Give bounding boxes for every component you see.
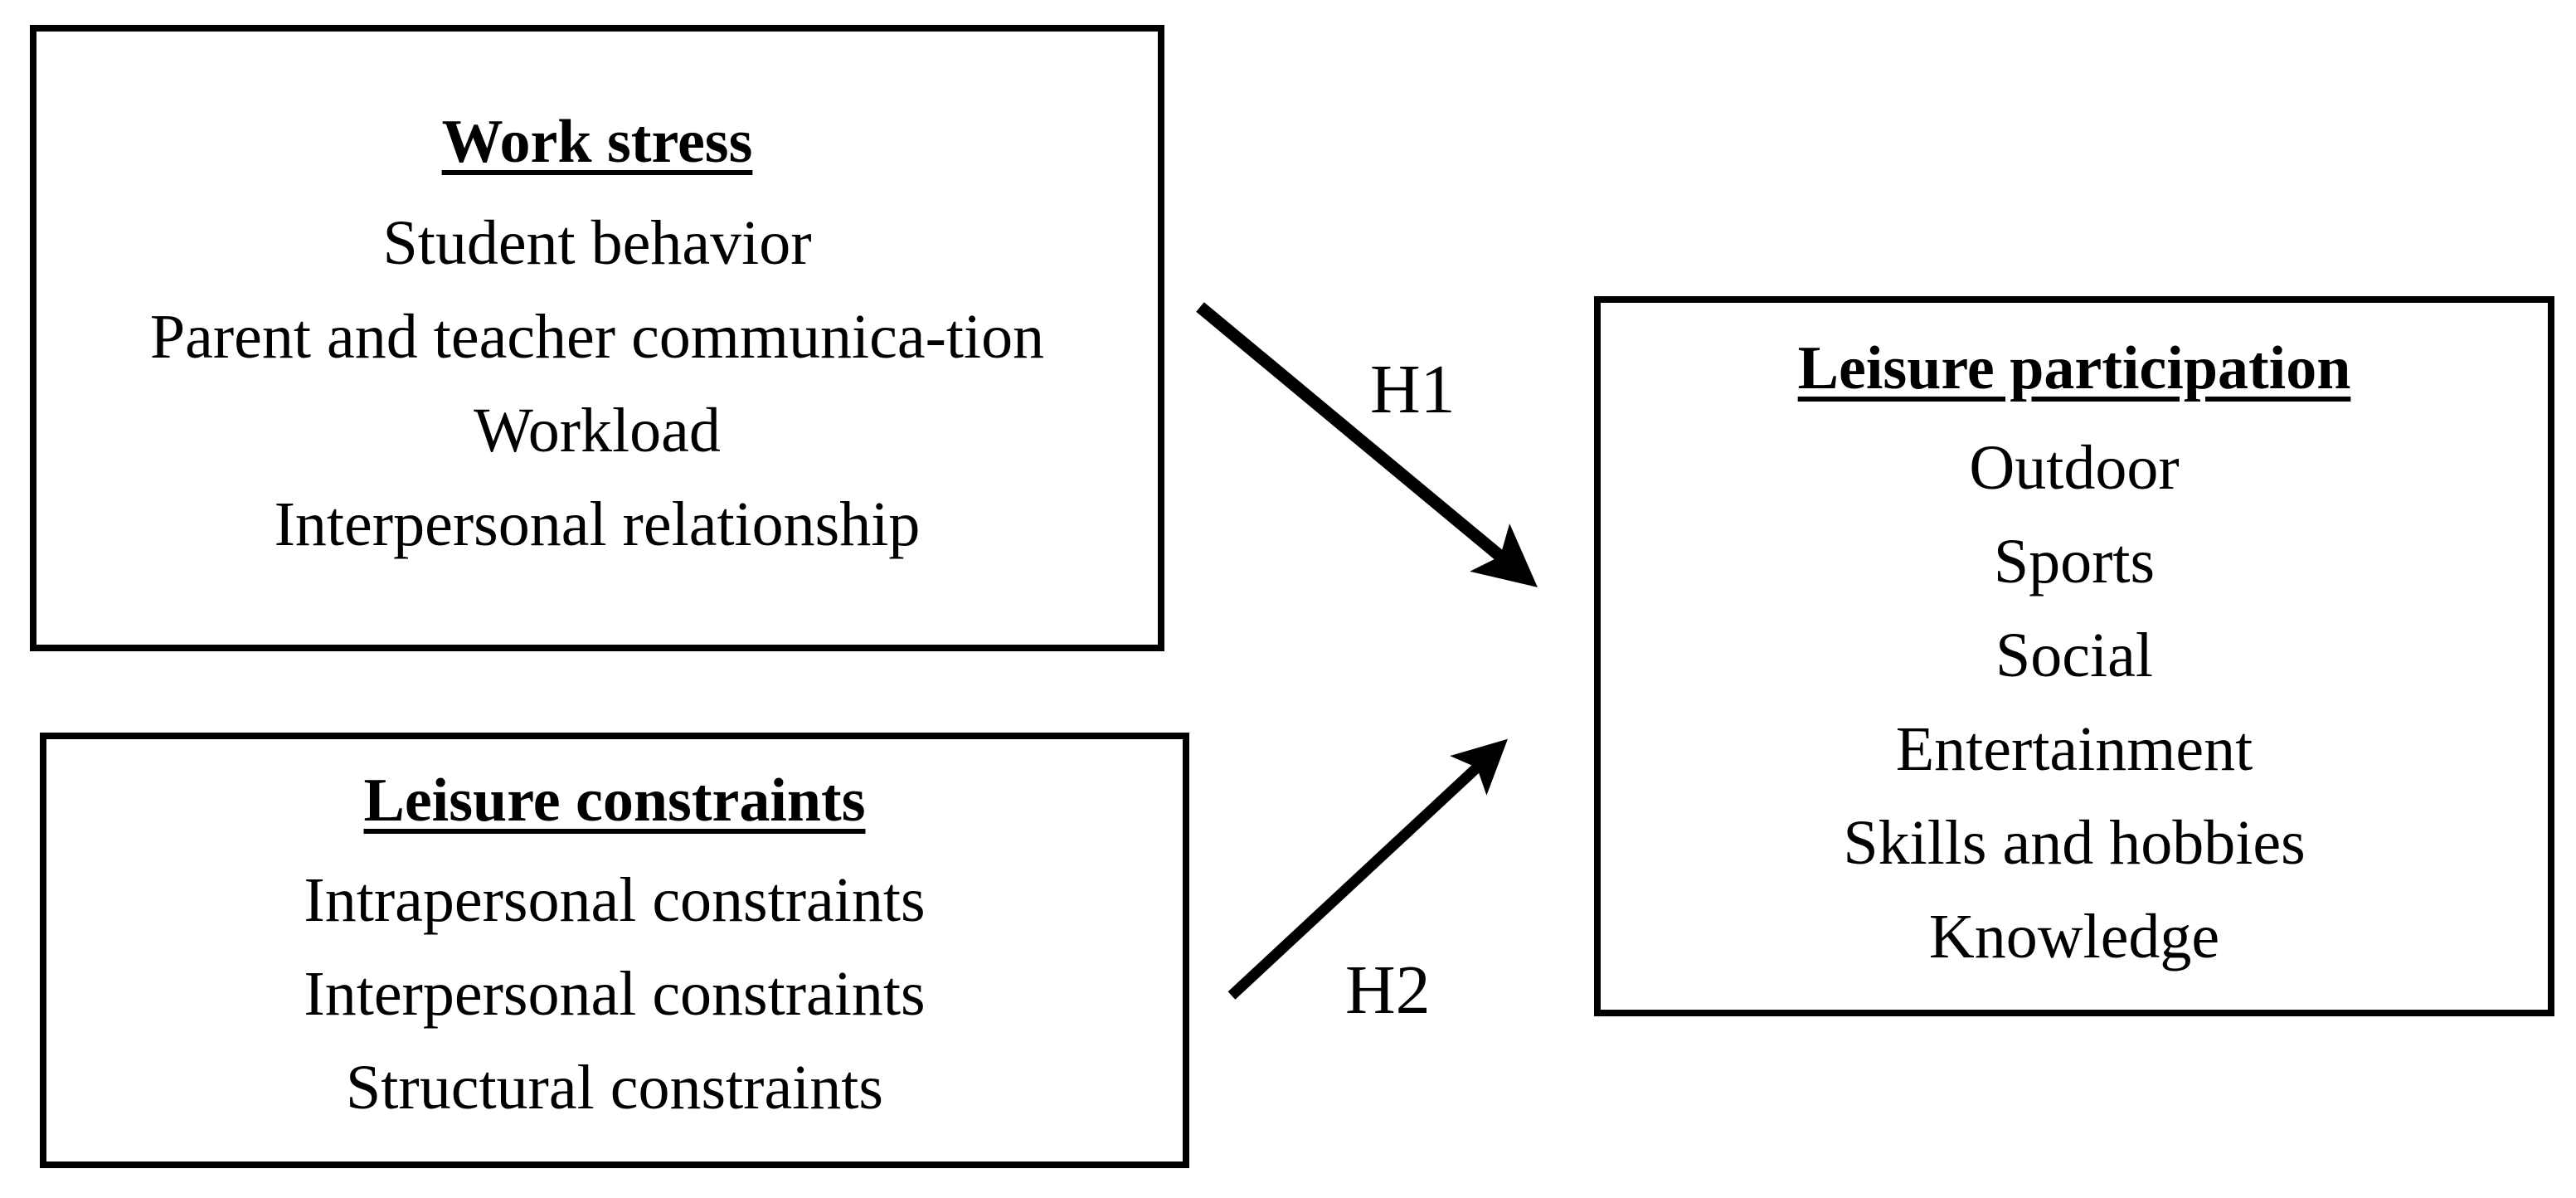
box-leisure-participation-item-1: Sports <box>1993 527 2156 597</box>
box-leisure-participation-item-0: Outdoor <box>1969 433 2180 503</box>
box-work-stress-item-0: Student behavior <box>382 207 812 278</box>
box-leisure-participation-item-4: Skills and hobbies <box>1843 808 2306 878</box>
hypothesis-label-h1: H1 <box>1370 351 1456 428</box>
box-work-stress: Work stress Student behavior Parent and … <box>30 25 1164 651</box>
box-leisure-constraints-item-1: Interpersonal constraints <box>304 959 926 1029</box>
box-leisure-participation-item-5: Knowledge <box>1928 902 2220 972</box>
box-work-stress-item-1: Parent and teacher communica-tion <box>149 301 1045 372</box>
box-leisure-constraints: Leisure constraints Intrapersonal constr… <box>40 733 1189 1168</box>
box-leisure-participation-item-2: Social <box>1995 621 2153 690</box>
box-work-stress-item-2: Workload <box>474 395 721 465</box>
box-leisure-participation-title: Leisure participation <box>1797 334 2351 402</box>
hypothesis-label-h2: H2 <box>1345 952 1431 1029</box>
box-work-stress-title: Work stress <box>441 107 753 176</box>
arrow-h1 <box>1196 302 1538 587</box>
box-leisure-participation: Leisure participation Outdoor Sports Soc… <box>1594 296 2554 1016</box>
box-leisure-constraints-title: Leisure constraints <box>363 767 866 835</box>
box-work-stress-item-3: Interpersonal relationship <box>274 489 921 559</box>
box-leisure-constraints-item-0: Intrapersonal constraints <box>304 865 926 935</box>
box-leisure-participation-item-3: Entertainment <box>1895 714 2253 784</box>
box-leisure-constraints-item-2: Structural constraints <box>346 1053 883 1123</box>
